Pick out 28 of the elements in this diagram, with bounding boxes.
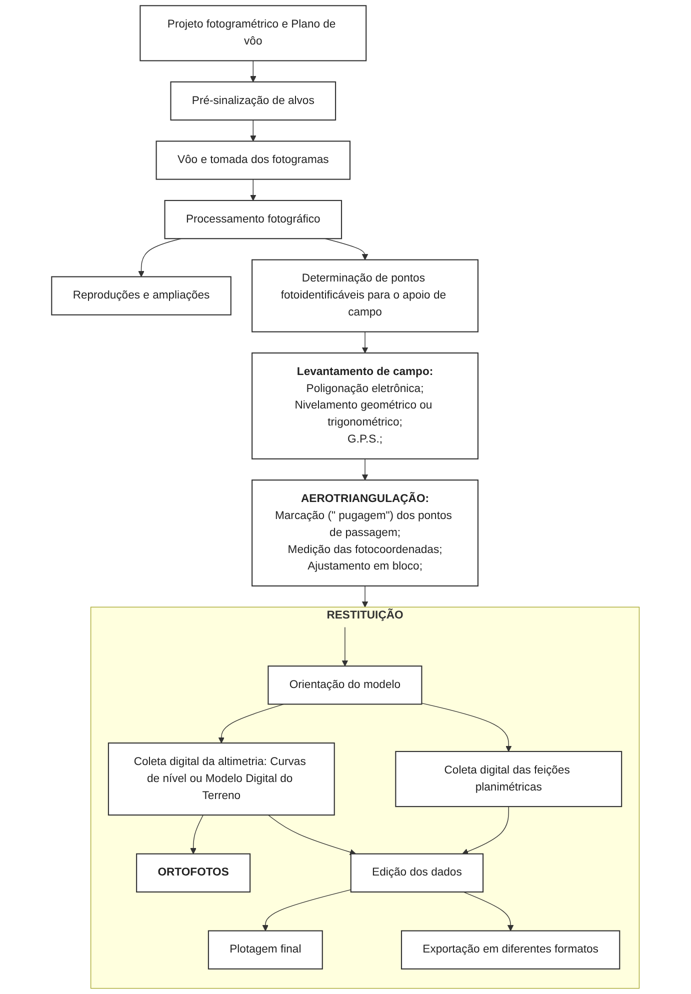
node-box: Levantamento de campo: Poligonação eletrônica; Nivelamento geométrico ou trigonométrico; G.P.S.; <box>252 352 479 460</box>
arrow <box>250 120 256 142</box>
node-box: Coleta digital das feições planimétricas <box>395 750 622 808</box>
node-box: Vôo e tomada dos fotogramas <box>156 140 351 180</box>
node-box: Determinação de pontos fotoidentificáveis para o apoio de campo <box>252 259 479 332</box>
node-box: Projeto fotogramétrico e Plano de vôo <box>140 5 367 62</box>
arrow <box>250 60 256 82</box>
arrow <box>268 814 356 856</box>
arrow <box>190 814 204 854</box>
node-box: AEROTRIANGULAÇÃO: Marcação (" pugagem") dos pontos de passagem; Medição das fotocoordenadas; Ajustamento em bloco; <box>252 480 479 586</box>
node-box: Pré-sinalização de alvos <box>170 81 336 121</box>
node-box: Edição dos dados <box>350 853 484 892</box>
node-box: ORTOFOTOS <box>136 853 251 892</box>
arrow <box>250 178 256 201</box>
node-box: Coleta digital da altimetria: Curvas de nível ou Modelo Digital do Terreno <box>108 742 335 816</box>
arrow <box>462 806 510 855</box>
arrow <box>421 702 512 752</box>
node-box: Processamento fotográfico <box>164 200 342 240</box>
node-box: Reproduções e ampliações <box>51 276 232 316</box>
node-box: Orientação do modelo <box>268 666 422 705</box>
arrow <box>362 331 368 354</box>
arrow <box>342 626 348 666</box>
arrow <box>262 889 352 932</box>
node-box: Exportação em diferentes formatos <box>401 930 620 970</box>
arrow <box>463 892 514 932</box>
arrow <box>362 586 368 608</box>
arrow <box>362 458 368 480</box>
node-box: Plotagem final <box>208 930 323 970</box>
